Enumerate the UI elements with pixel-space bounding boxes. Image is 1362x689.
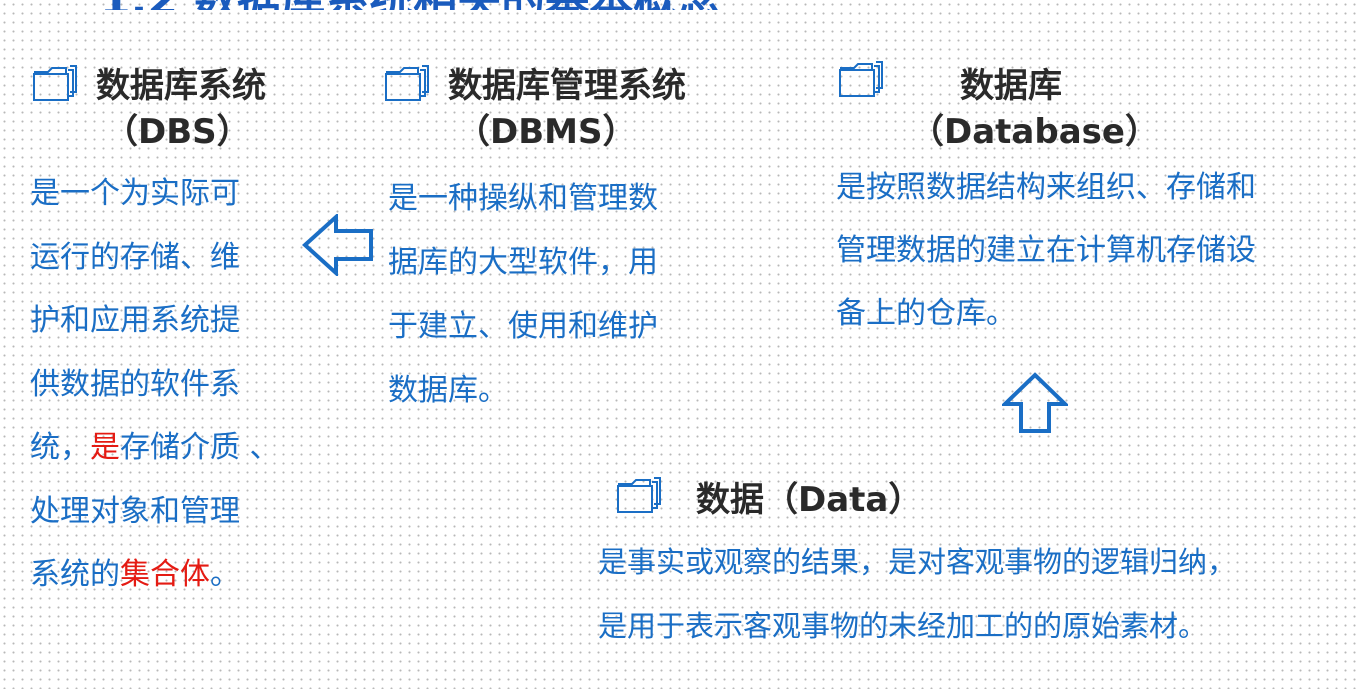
data-line-1: 是事实或观察的结果，是对客观事物的逻辑归纳，: [598, 545, 1237, 579]
dbs-line-7-b: 。: [210, 557, 240, 592]
dbms-heading: 数据库管理系统: [448, 66, 686, 106]
database-abbr: （Database）: [910, 112, 1159, 152]
data-line-2: 是用于表示客观事物的未经加工的的原始素材。: [598, 609, 1208, 643]
dbs-line-5-b: 存储介质 、: [120, 430, 280, 465]
arrow-up-icon: [1002, 372, 1068, 433]
folder-icon: [385, 65, 429, 101]
dbs-line-1: 是一个为实际可: [30, 176, 240, 211]
folder-icon: [839, 61, 883, 97]
database-line-3: 备上的仓库。: [836, 296, 1016, 331]
dbs-line-7-a: 系统的: [30, 557, 120, 592]
folder-icon: [33, 65, 77, 101]
dbs-highlight-is: 是: [90, 430, 120, 465]
dbms-description: 是一种操纵和管理数 据库的大型软件，用 于建立、使用和维护 数据库。: [388, 167, 658, 423]
dbs-abbr: （DBS）: [104, 112, 251, 152]
dbms-line-3: 于建立、使用和维护: [388, 309, 658, 344]
dbms-line-4: 数据库。: [388, 373, 508, 408]
database-heading: 数据库: [960, 66, 1062, 106]
dbs-line-5: 统，是存储介质 、: [30, 416, 280, 480]
folder-icon: [617, 477, 661, 513]
dbs-line-7: 系统的集合体。: [30, 543, 280, 607]
database-description: 是按照数据结构来组织、存储和 管理数据的建立在计算机存储设 备上的仓库。: [836, 156, 1256, 345]
dbs-line-2: 运行的存储、维: [30, 239, 240, 275]
dbms-line-2: 据库的大型软件，用: [388, 245, 658, 280]
arrow-left-icon: [302, 214, 373, 276]
dbs-line-3: 护和应用系统提: [30, 303, 240, 338]
title-strip: 1.2 数据库系统相关的基本概念: [0, 0, 1362, 10]
data-description: 是事实或观察的结果，是对客观事物的逻辑归纳， 是用于表示客观事物的未经加工的的原…: [598, 530, 1236, 658]
data-heading: 数据（Data）: [696, 480, 923, 520]
page-title: 1.2 数据库系统相关的基本概念: [100, 0, 721, 10]
dbms-abbr: （DBMS）: [456, 112, 637, 152]
dbs-highlight-collection: 集合体: [120, 557, 210, 592]
database-line-2: 管理数据的建立在计算机存储设: [836, 233, 1256, 268]
dbs-line-5-a: 统，: [30, 430, 90, 465]
database-line-1: 是按照数据结构来组织、存储和: [836, 170, 1256, 205]
dbs-description: 是一个为实际可 运行的存储、维 护和应用系统提 供数据的软件系 统，是存储介质 …: [30, 162, 280, 607]
dbms-line-1: 是一种操纵和管理数: [388, 181, 658, 216]
dbs-line-4: 供数据的软件系: [30, 366, 240, 402]
dbs-line-6: 处理对象和管理: [30, 493, 240, 529]
dbs-heading: 数据库系统: [96, 66, 266, 106]
